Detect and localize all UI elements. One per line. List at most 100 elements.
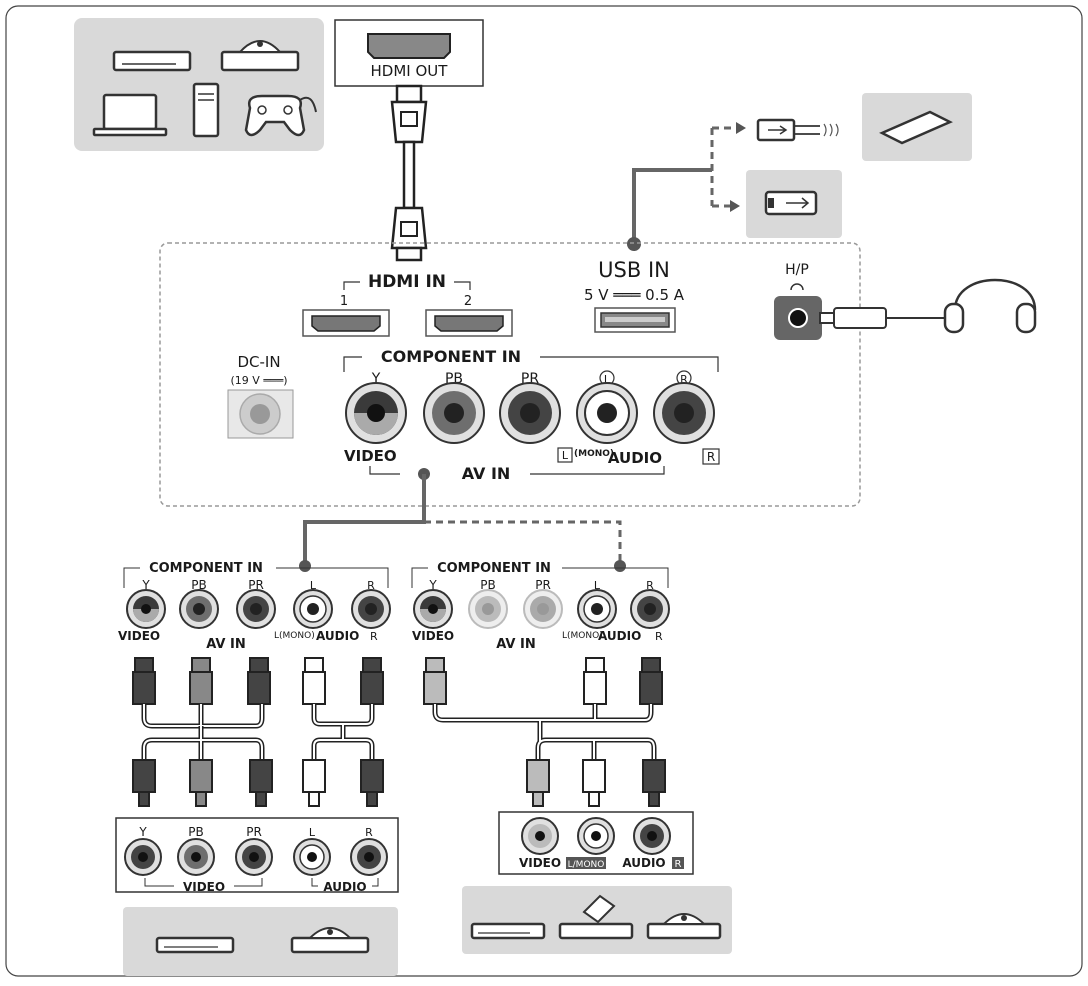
svg-text:R: R [707, 450, 715, 464]
component-in-label: COMPONENT IN [381, 347, 521, 366]
hp-label: H/P [785, 262, 809, 278]
src2-jack-l[interactable] [577, 817, 615, 855]
right-source-panel: VIDEO L/MONO AUDIO R [498, 811, 694, 875]
hdmi-in-label: HDMI IN [368, 272, 446, 292]
right-jack-pr-label: PR [535, 578, 551, 592]
game-controller-icon [244, 94, 317, 137]
hdmi-out-port: HDMI OUT [334, 19, 484, 87]
left-jack-pb[interactable] [179, 589, 219, 629]
src-jack-l-label: L [309, 826, 316, 839]
laptop-icon [92, 93, 168, 137]
tv-rear-panel [159, 242, 861, 507]
hdmi-port-2[interactable] [425, 309, 513, 337]
right-jack-y[interactable] [413, 589, 453, 629]
outer-frame [5, 5, 1083, 977]
video-label: VIDEO [344, 447, 397, 465]
svg-text:L: L [562, 449, 569, 462]
src2-jack-video[interactable] [521, 817, 559, 855]
left-av-in-label: AV IN [206, 637, 245, 652]
right-jack-l[interactable] [577, 589, 617, 629]
hdmi-port-1[interactable] [302, 309, 390, 337]
dc-in-port[interactable] [227, 389, 294, 439]
hdmi-port-2-number: 2 [464, 294, 472, 309]
right-audio-r-label: R [655, 630, 663, 643]
jack-y-video[interactable] [345, 382, 407, 444]
dvd-player-icon [470, 922, 546, 940]
src-jack-y[interactable] [124, 838, 162, 876]
left-jack-r-label: R [367, 579, 375, 592]
src-audio-label: AUDIO [323, 880, 366, 894]
right-component-in-label: COMPONENT IN [437, 561, 551, 576]
composite-cable-set [423, 657, 666, 807]
dvd-player-icon [155, 936, 235, 954]
jack-pb[interactable] [423, 382, 485, 444]
left-jack-pr[interactable] [236, 589, 276, 629]
component-cable-set [132, 657, 384, 807]
src2-video-label: VIDEO [519, 856, 561, 870]
right-mono-label: L(MONO) [562, 631, 603, 641]
usb-line [632, 168, 712, 244]
right-device-panel: COMPONENT IN Y PB PR L R VIDEO AV IN L(M… [411, 561, 670, 652]
component-in-group: COMPONENT IN Y PB PR L R [343, 347, 720, 483]
right-jack-y-label: Y [428, 578, 437, 592]
src-jack-l[interactable] [293, 838, 331, 876]
src-video-label: VIDEO [183, 880, 225, 894]
src-jack-pb-label: PB [188, 825, 203, 839]
audio-label: AUDIO [608, 449, 662, 467]
headphone-plug-icon [819, 307, 945, 329]
jack-l-audio[interactable] [576, 382, 638, 444]
headphone-small-icon [790, 283, 804, 291]
left-jack-l-label: L [310, 579, 317, 592]
desktop-pc-icon [192, 82, 220, 138]
right-jack-pb[interactable] [468, 589, 508, 629]
right-jack-r-label: R [646, 579, 654, 592]
right-jack-pr[interactable] [523, 589, 563, 629]
dvd-player-icon [112, 50, 192, 72]
src-jack-r[interactable] [350, 838, 388, 876]
headphone-jack[interactable] [774, 296, 822, 340]
headphone-group: H/P [774, 262, 1037, 340]
hdmi-out-label: HDMI OUT [371, 62, 449, 80]
src2-r-badge: R [675, 859, 682, 870]
usb-cable-plug-icon [756, 118, 839, 142]
right-jack-r[interactable] [630, 589, 670, 629]
external-hdd-icon [879, 110, 953, 145]
vcr-icon [558, 894, 634, 940]
right-audio-label: AUDIO [598, 629, 641, 643]
hdmi-cable [390, 84, 428, 262]
left-audio-label: AUDIO [316, 629, 359, 643]
jack-r-audio[interactable] [653, 382, 715, 444]
src-jack-pr[interactable] [235, 838, 273, 876]
usb-in-label: USB IN [598, 258, 670, 282]
jack-pr[interactable] [499, 382, 561, 444]
left-component-in-label: COMPONENT IN [149, 561, 263, 576]
usb-stick-icon [764, 190, 818, 216]
left-source-panel: Y PB PR L R VIDEO AUDIO [115, 817, 399, 894]
svg-text:R: R [680, 373, 688, 386]
av-in-line-right [424, 520, 622, 566]
hdmi-in-group: HDMI IN 1 2 [302, 272, 513, 337]
src2-mono-badge: L/MONO [568, 860, 605, 870]
left-jack-l[interactable] [293, 589, 333, 629]
left-jack-y-label: Y [141, 578, 150, 592]
usb-connection-dot [627, 237, 641, 251]
src-jack-pr-label: PR [246, 825, 262, 839]
usb-in-group: USB IN 5 V ═══ 0.5 A [584, 258, 685, 333]
disc-player-icon [220, 40, 300, 72]
composite-source-devices [462, 886, 732, 954]
headphones-icon [943, 278, 1037, 334]
src-jack-y-label: Y [138, 825, 147, 839]
hdmi-source-devices [74, 18, 324, 151]
left-jack-r[interactable] [351, 589, 391, 629]
usb-devices [627, 93, 972, 251]
disc-player-icon [646, 913, 722, 940]
right-jack-pb-label: PB [480, 578, 495, 592]
left-jack-y[interactable] [126, 589, 166, 629]
usb-port[interactable] [594, 307, 676, 333]
src2-jack-r[interactable] [633, 817, 671, 855]
dc-in-label: DC-IN [237, 353, 280, 371]
component-source-devices [123, 907, 398, 976]
src-jack-pb[interactable] [177, 838, 215, 876]
